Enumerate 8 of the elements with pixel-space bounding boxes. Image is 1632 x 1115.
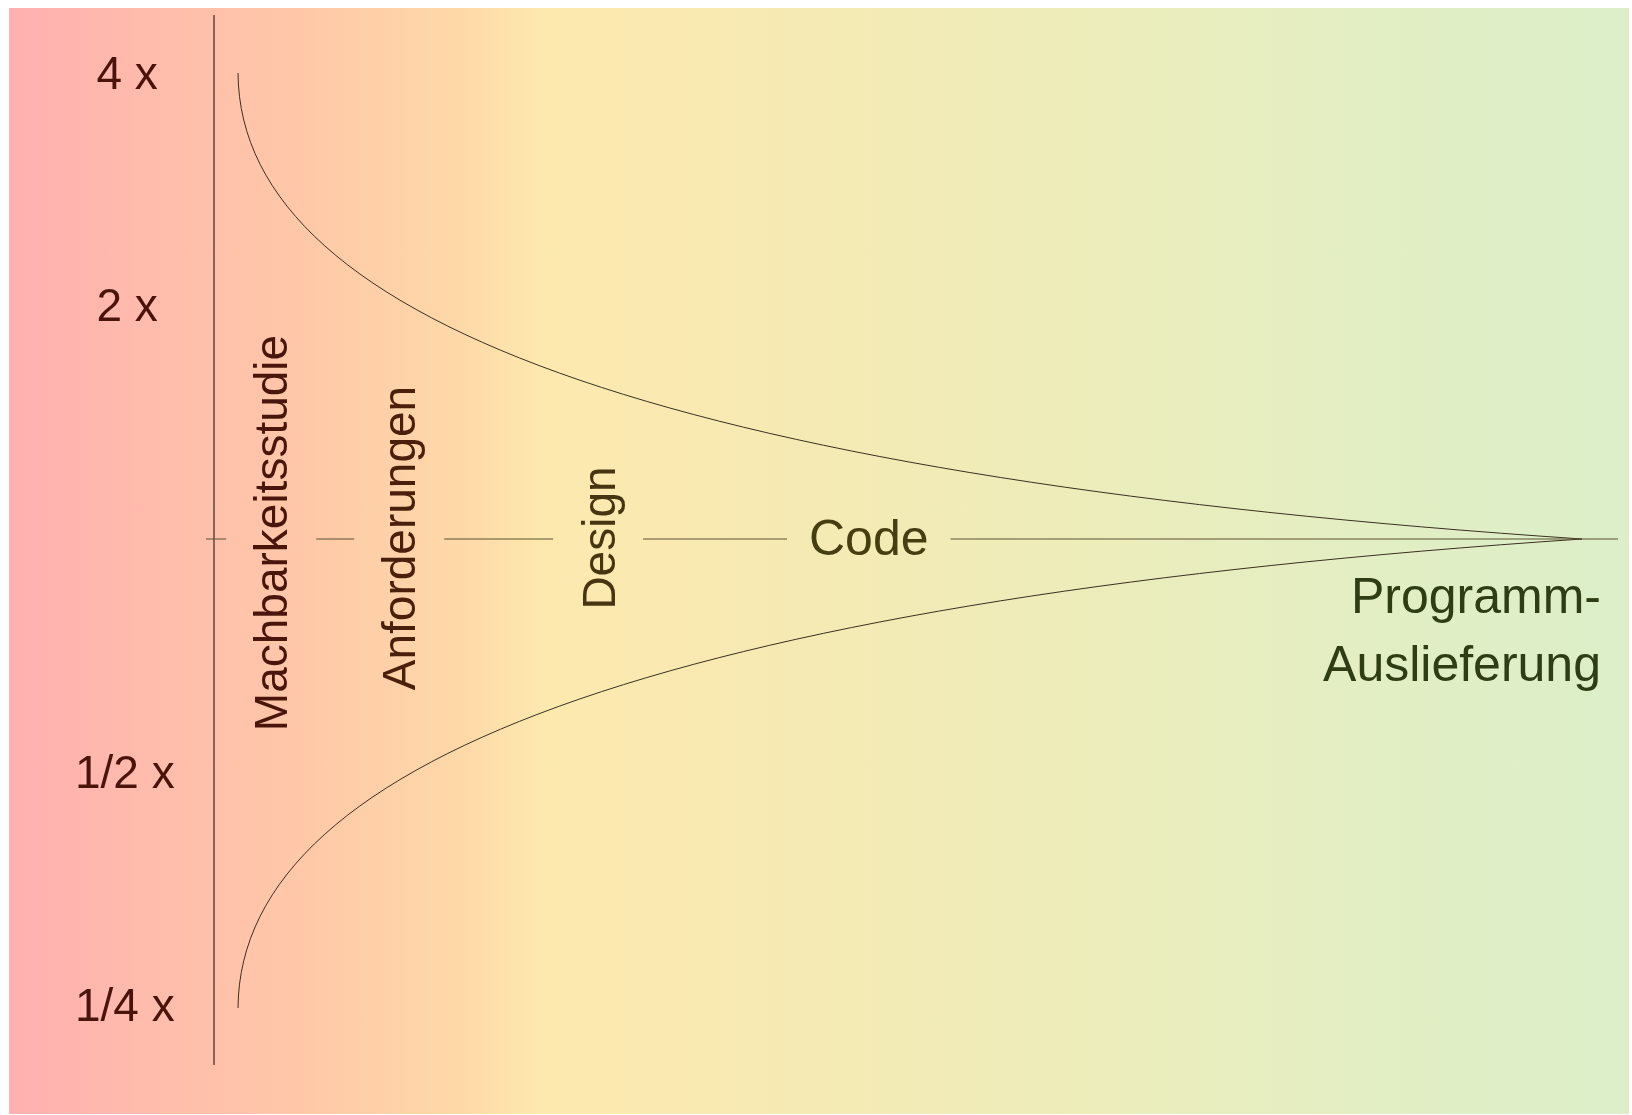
axis-tick-label: 2 x [96, 282, 158, 328]
axis-tick-label: 1/2 x [75, 749, 175, 795]
phase-label: Anforderungen [376, 385, 423, 691]
phase-label: Programm- Auslieferung [1322, 567, 1601, 694]
axis-tick-label: 4 x [96, 50, 158, 96]
phase-label: Code [809, 513, 929, 563]
axis-tick-label: 1/4 x [75, 982, 175, 1028]
phase-label: Machbarkeitsstudie [248, 334, 295, 732]
